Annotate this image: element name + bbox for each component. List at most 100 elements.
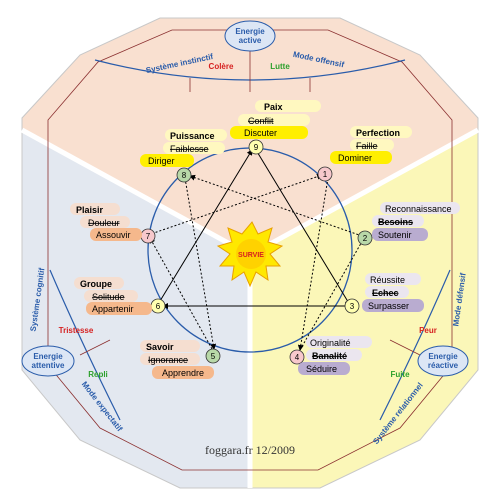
node-7-title-bg bbox=[70, 203, 120, 215]
node-4-number: 4 bbox=[295, 353, 300, 362]
node-8-circle bbox=[176, 167, 192, 183]
node-1-action-bg bbox=[330, 151, 392, 164]
right-zone-arc bbox=[379, 269, 451, 421]
sun-icon: SURVIE bbox=[216, 221, 284, 288]
lutte-label: Lutte bbox=[270, 62, 290, 71]
node-3-circle bbox=[344, 298, 360, 314]
node-5: 5 Savoir Ignorance Apprendre bbox=[140, 340, 221, 379]
outer-polygon bbox=[21, 17, 479, 489]
node-5-action-bg bbox=[152, 366, 214, 379]
node-5-vice-bg bbox=[140, 353, 200, 365]
node-4: 4 Originalité Banalité Séduire bbox=[289, 336, 372, 375]
node-3-action-bg bbox=[362, 299, 424, 312]
node-2-circle bbox=[357, 230, 373, 246]
node-9-title: Paix bbox=[264, 102, 283, 112]
node-2-vice: Besoins bbox=[378, 217, 413, 227]
node-6-title: Groupe bbox=[80, 279, 112, 289]
node-8-action: Diriger bbox=[148, 156, 175, 166]
energy-reactive-line1: Energie bbox=[428, 352, 458, 361]
energy-attentive-line1: Energie bbox=[33, 352, 63, 361]
node-2-title: Reconnaissance bbox=[385, 204, 452, 214]
node-6-action-bg bbox=[86, 302, 152, 315]
node-7-number: 7 bbox=[146, 232, 151, 241]
energy-reactive-line2: réactive bbox=[428, 361, 459, 370]
node-3-vice-bg bbox=[365, 286, 409, 298]
node-8-vice: Faiblesse bbox=[170, 144, 209, 154]
node-4-vice-bg bbox=[306, 349, 362, 361]
node-6-action: Appartenir bbox=[92, 304, 134, 314]
node-1-circle bbox=[317, 166, 333, 182]
node-3-number: 3 bbox=[350, 302, 355, 311]
left-zone-arc bbox=[49, 269, 121, 421]
node-3: 3 Réussite Echec Surpasser bbox=[344, 273, 424, 314]
energy-attentive-badge bbox=[21, 345, 75, 377]
energy-active-line2: active bbox=[239, 36, 262, 45]
node-1-number: 1 bbox=[323, 170, 328, 179]
node-9-vice-bg bbox=[238, 114, 310, 126]
node-1-vice-bg bbox=[350, 139, 394, 151]
footer-credit: foggara.fr 12/2009 bbox=[205, 443, 295, 457]
node-5-number: 5 bbox=[211, 352, 216, 361]
node-4-circle bbox=[289, 349, 305, 365]
node-9: 9 Paix Conflit Discuter bbox=[230, 100, 321, 155]
energy-active-badge bbox=[224, 20, 276, 52]
node-5-title: Savoir bbox=[146, 342, 174, 352]
colere-label: Colère bbox=[209, 62, 234, 71]
node-2-title-bg bbox=[380, 202, 460, 214]
node-9-circle bbox=[248, 139, 264, 155]
right-zone-link bbox=[389, 339, 421, 356]
node-5-title-bg bbox=[140, 340, 200, 352]
energy-attentive-line2: attentive bbox=[32, 361, 65, 370]
node-9-action-bg bbox=[230, 126, 308, 139]
node-5-vice: Ignorance bbox=[148, 355, 188, 365]
inner-border bbox=[47, 29, 453, 471]
node-9-number: 9 bbox=[254, 143, 259, 152]
center-label: SURVIE bbox=[238, 252, 264, 259]
node-9-vice: Conflit bbox=[248, 116, 274, 126]
node-3-action: Surpasser bbox=[368, 301, 409, 311]
node-5-circle bbox=[205, 348, 221, 364]
node-8-title: Puissance bbox=[170, 131, 215, 141]
node-7-action-bg bbox=[90, 228, 142, 241]
node-6-vice: Solitude bbox=[92, 292, 125, 302]
triangle-lines bbox=[159, 149, 351, 309]
node-2-action-bg bbox=[372, 228, 428, 241]
node-8-title-bg bbox=[165, 129, 227, 141]
node-9-action: Discuter bbox=[244, 128, 277, 138]
tristesse-label: Tristesse bbox=[59, 326, 94, 335]
zone-divider-left bbox=[20, 127, 252, 258]
node-2-action: Soutenir bbox=[378, 230, 412, 240]
node-4-action-bg bbox=[298, 362, 350, 375]
hexad-lines bbox=[147, 173, 365, 351]
node-2: 2 Reconnaissance Besoins Soutenir bbox=[357, 202, 460, 246]
node-6-title-bg bbox=[74, 277, 124, 289]
node-8-vice-bg bbox=[163, 142, 225, 154]
node-4-title: Originalité bbox=[310, 338, 351, 348]
node-1-vice: Faille bbox=[356, 141, 378, 151]
node-8-number: 8 bbox=[182, 171, 187, 180]
node-7-action: Assouvir bbox=[96, 230, 131, 240]
node-1-action: Dominer bbox=[338, 153, 372, 163]
node-1-title: Perfection bbox=[356, 128, 400, 138]
node-1: 1 Perfection Faille Dominer bbox=[317, 126, 412, 182]
energy-reactive-badge bbox=[417, 345, 469, 377]
peur-label: Peur bbox=[419, 326, 437, 335]
node-8: 8 Puissance Faiblesse Diriger bbox=[140, 129, 227, 183]
node-9-title-bg bbox=[255, 100, 321, 112]
node-5-action: Apprendre bbox=[162, 368, 204, 378]
node-7-title: Plaisir bbox=[76, 205, 104, 215]
node-3-title: Réussite bbox=[370, 275, 405, 285]
node-4-action: Séduire bbox=[306, 364, 337, 374]
energy-active-line1: Energie bbox=[235, 27, 265, 36]
node-3-vice: Echec bbox=[372, 288, 399, 298]
node-6-vice-bg bbox=[84, 290, 138, 302]
node-6-number: 6 bbox=[156, 302, 161, 311]
node-7: 7 Plaisir Douleur Assouvir bbox=[70, 203, 156, 244]
node-8-action-bg bbox=[140, 154, 194, 167]
node-2-number: 2 bbox=[363, 234, 368, 243]
fuite-label: Fuite bbox=[390, 370, 410, 379]
node-1-title-bg bbox=[350, 126, 412, 138]
node-6: 6 Groupe Solitude Appartenir bbox=[74, 277, 166, 315]
